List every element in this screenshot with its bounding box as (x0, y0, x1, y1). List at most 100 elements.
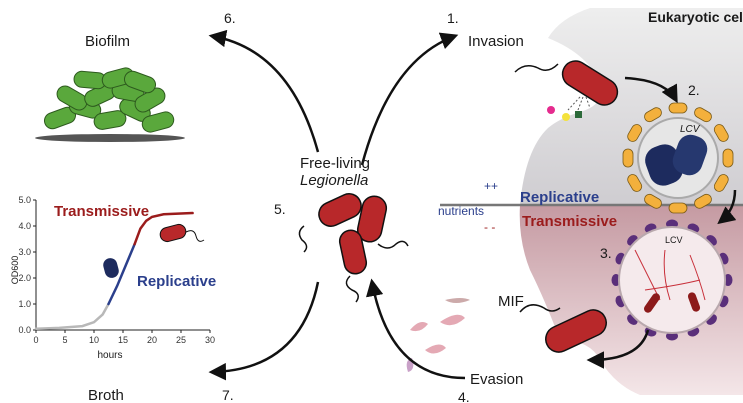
effector-dot-2 (562, 113, 570, 121)
free-flagellum-2 (377, 240, 409, 249)
free-bacterium-3 (338, 229, 368, 275)
lcv-purple-ring (611, 219, 733, 341)
x-tick-label-3: 15 (118, 335, 128, 345)
y-tick-label-5: 5.0 (18, 195, 31, 205)
evasion-particles (406, 298, 470, 372)
free-living-label-1: Free-living (300, 155, 370, 172)
chart-replicative-label: Replicative (137, 273, 216, 290)
step-1: 1. (447, 10, 459, 26)
y-tick-label-1: 1.0 (18, 299, 31, 309)
lcv-orange-ring (622, 102, 734, 214)
biofilm-cell-11 (123, 70, 157, 94)
x-tick-label-0: 0 (33, 335, 38, 345)
x-axis-label: hours (97, 350, 122, 361)
bacterium-mif (545, 309, 607, 353)
arrow-replicative-to-transmissive (717, 189, 737, 225)
step-6: 6. (224, 10, 236, 26)
x-tick-label-4: 20 (147, 335, 157, 345)
step-3: 3. (600, 245, 612, 261)
effector-dot-1 (547, 106, 555, 114)
nutrients-plus: ++ (484, 179, 498, 193)
y-tick-label-3: 3.0 (18, 247, 31, 257)
biofilm-cell-4 (141, 111, 175, 133)
cell-replicative-label: Replicative (520, 189, 599, 206)
arrow-invasion (360, 32, 459, 166)
orange-organelle-7 (627, 124, 643, 142)
y-tick-label-4: 4.0 (18, 221, 31, 231)
orange-organelle-2 (694, 193, 712, 209)
cell-transmissive-label: Transmissive (522, 213, 617, 230)
orange-organelle-1 (713, 174, 729, 192)
step-4: 4. (458, 389, 470, 403)
biofilm-cells (43, 67, 175, 133)
lcv-top-label: LCV (680, 124, 701, 135)
orange-organelle-6 (622, 148, 634, 168)
evasion-label: Evasion (470, 371, 523, 388)
step-2: 2. (688, 82, 700, 98)
y-tick-label-0: 0.0 (18, 325, 31, 335)
x-tick-label-1: 5 (62, 335, 67, 345)
chart-transmissive-bacterium (159, 223, 187, 243)
chart-transmissive-label: Transmissive (54, 203, 149, 220)
lcv-bacterium-top-1 (645, 144, 683, 186)
evasion-shard-3 (425, 344, 446, 354)
free-flagellum-3 (345, 275, 359, 303)
orange-organelle-11 (713, 124, 729, 142)
free-living-bacteria (298, 193, 409, 303)
x-tick-labels: 0 5 10 15 20 25 30 (33, 330, 215, 345)
orange-organelle-8 (644, 107, 662, 123)
biofilm-label: Biofilm (85, 33, 130, 50)
free-living-label-2: Legionella (300, 172, 368, 189)
broth-label: Broth (88, 387, 124, 403)
lcv-bacterium-bottom-1 (643, 293, 661, 313)
effector-lines (567, 96, 591, 111)
biofilm-cell-5 (56, 85, 88, 111)
y-tick-labels: 0.0 1.0 2.0 3.0 4.0 5.0 (18, 195, 36, 335)
flagellum (514, 63, 559, 73)
orange-organelle-9 (668, 102, 688, 114)
series-line-lag (34, 302, 110, 330)
lcv-bacterium-top-2 (672, 134, 708, 176)
evasion-shard-1 (410, 322, 428, 332)
biofilm-cluster (35, 67, 185, 142)
invading-bacterium (514, 60, 619, 121)
orange-organelle-5 (627, 174, 643, 192)
series-line-transmissive (133, 211, 194, 246)
biofilm-cell-2 (93, 110, 127, 130)
orange-organelle-3 (668, 202, 688, 214)
biofilm-cell-9 (73, 70, 107, 90)
orange-organelle-4 (644, 193, 662, 209)
bacterium-invasion (561, 60, 619, 106)
lcv-bottom-label: LCV (665, 235, 683, 245)
chart-replicative-bacterium (103, 258, 119, 278)
invasion-label: Invasion (468, 33, 524, 50)
growth-series (34, 211, 194, 330)
y-tick-label-2: 2.0 (18, 273, 31, 283)
arrow-exit (586, 329, 650, 369)
effector-dot-3 (575, 111, 582, 118)
free-bacterium-2 (356, 195, 388, 243)
evasion-shard-5 (445, 298, 470, 303)
x-tick-label-5: 25 (176, 335, 186, 345)
eukaryotic-cell-label: Eukaryotic cell (648, 9, 743, 25)
x-tick-label-6: 30 (205, 335, 215, 345)
chart-flagellum (185, 230, 205, 242)
x-tick-label-2: 10 (89, 335, 99, 345)
nutrients-label: nutrients (438, 204, 484, 218)
arrow-broth (208, 281, 320, 381)
lcv-transmissive (611, 219, 733, 341)
cycle-arrows (208, 29, 737, 381)
lcv-replicative (622, 102, 734, 214)
orange-organelle-0 (722, 148, 734, 168)
evasion-shard-2 (440, 314, 465, 326)
lcv-bacterium-bottom-2 (687, 292, 701, 312)
mif-bacterium (519, 304, 607, 353)
mif-flagellum (519, 304, 561, 313)
orange-organelle-10 (694, 107, 712, 123)
arrow-to-lcv (624, 76, 678, 104)
mif-label: MIF (498, 293, 524, 310)
free-flagellum-1 (298, 225, 308, 253)
step-5: 5. (274, 201, 286, 217)
